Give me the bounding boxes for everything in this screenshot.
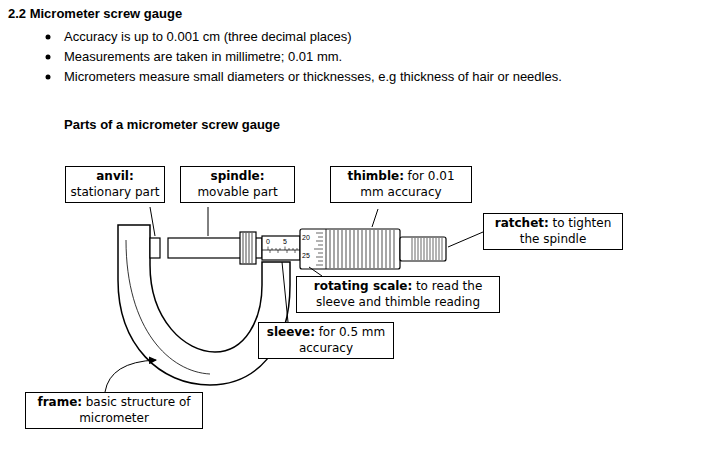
callout-box: anvil:stationary part [65,166,165,203]
knurl-line [433,238,434,260]
knurl-line [374,230,375,268]
sleeve-shape [262,236,300,260]
part-name: rotating scale: [314,279,413,293]
knurl-line [350,230,351,268]
knurl-line [342,230,343,268]
section-title: 2.2 Micrometer screw gauge [8,5,182,23]
bullet-text: Accuracy is up to 0.001 cm (three decima… [64,28,694,46]
knurl-line [394,230,395,268]
frame-shading [126,240,210,374]
leader-line [372,209,378,227]
ratchet-shape [400,237,446,261]
part-name: spindle: [185,169,290,185]
scale-number: 5 [283,238,287,245]
scale-number: 20 [302,234,310,241]
part-description: basic structure of micrometer [79,395,190,425]
callout-box: frame:basic structure of micrometer [25,392,203,429]
knurl-line [334,230,335,268]
knurl-line [346,230,347,268]
knurl-line [430,238,431,260]
bullet-dot [46,35,51,40]
bullet-text: Measurements are taken in millimetre; 0.… [64,48,694,66]
knurl-line [415,238,416,260]
callout-box: sleeve:for 0.5 mm accuracy [258,322,394,359]
callout-box: ratchet:to tighten the spindle [483,213,623,250]
knurl-line [330,230,331,268]
bullet-dot [46,75,51,80]
part-name: sleeve: [267,325,315,339]
scale-number: 0 [266,238,270,245]
leader-arrow [105,360,156,392]
knurl-line [418,238,419,260]
knurl-line [436,238,437,260]
callout-box: spindle:movable part [180,166,295,203]
knurl-line [378,230,379,268]
knurl-line [412,238,413,260]
leader-line [282,262,288,322]
callout-box: rotating scale:to read the sleeve and th… [296,276,500,313]
knurl-line [421,238,422,260]
leader-line [208,207,209,236]
knurl-line [370,230,371,268]
anvil-shape [150,238,160,258]
knurl-line [442,238,443,260]
knurl-line [354,230,355,268]
part-name: frame: [37,395,82,409]
leader-line [150,207,155,236]
bullet-text: Micrometers measure small diameters or t… [64,68,664,86]
knurl-line [366,230,367,268]
subheading: Parts of a micrometer screw gauge [64,116,464,134]
bullet-dot [46,55,51,60]
part-name: anvil: [70,169,160,185]
knurl-line [386,230,387,268]
part-description: stationary part [70,185,159,199]
leader-line [448,232,483,247]
part-description: movable part [197,185,277,199]
thimble-shape [300,229,400,269]
part-name: thimble: [347,169,404,183]
knurl-line [439,238,440,260]
knurl-line [362,230,363,268]
knurl-line [424,238,425,260]
lock-ring [240,232,256,264]
knurl-line [390,230,391,268]
knurl-line [427,238,428,260]
knurl-line [358,230,359,268]
leader-line [309,267,322,276]
knurl-line [382,230,383,268]
part-name: ratchet: [495,216,549,230]
callout-box: thimble:for 0.01 mm accuracy [330,166,472,203]
knurl-line [338,230,339,268]
scale-number: 25 [302,252,310,259]
